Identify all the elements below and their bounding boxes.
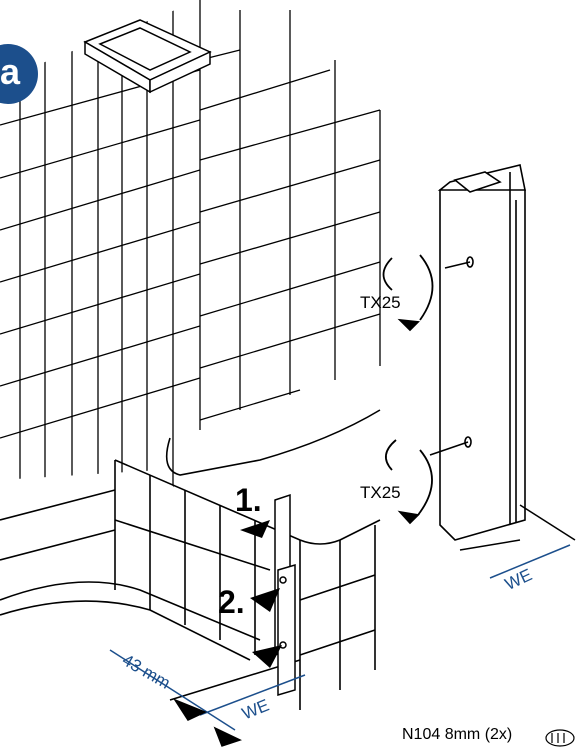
tx25-label-top: TX25 bbox=[360, 293, 401, 312]
screw-icon bbox=[545, 729, 575, 747]
rotation-arrow-icon bbox=[382, 254, 434, 525]
step-1-label: 1. bbox=[235, 482, 262, 518]
back-wall-tiles bbox=[199, 0, 381, 430]
shower-tray bbox=[0, 409, 381, 710]
wall-profile-small bbox=[274, 493, 296, 697]
dimension-marks bbox=[109, 649, 306, 747]
profile-large bbox=[429, 164, 526, 541]
tiled-wall bbox=[0, 0, 200, 520]
step-arrows bbox=[240, 520, 282, 668]
tray-top-tile bbox=[83, 19, 212, 94]
step-2-label: 2. bbox=[218, 584, 245, 620]
we-dimension bbox=[459, 504, 576, 579]
part-label: N104 8mm (2x) bbox=[402, 726, 513, 743]
step-badge: a bbox=[0, 44, 38, 104]
tx25-label-bottom: TX25 bbox=[360, 483, 401, 502]
